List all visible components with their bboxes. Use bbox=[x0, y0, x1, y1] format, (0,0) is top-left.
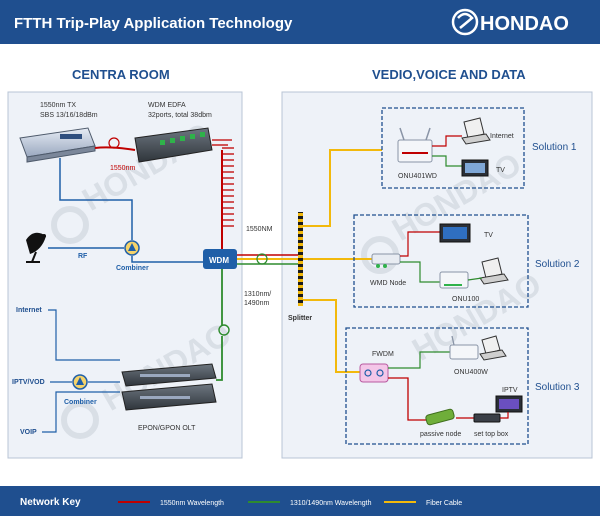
key-1550-label: 1550nm Wavelength bbox=[160, 500, 224, 507]
stb-label: set top box bbox=[474, 431, 509, 438]
internet-label: Internet bbox=[16, 307, 42, 314]
laptop-icon bbox=[479, 257, 509, 285]
passive-node-label: passive node bbox=[420, 431, 461, 438]
tv-icon bbox=[461, 159, 489, 177]
key-1310-label: 1310/1490nm Wavelength bbox=[290, 500, 372, 507]
label-1550nm: 1550NM bbox=[246, 226, 273, 233]
solution3-label: Solution 3 bbox=[535, 382, 580, 393]
label-1310nm-b: 1490nm bbox=[244, 300, 269, 307]
olt-device[interactable] bbox=[121, 363, 217, 411]
vedio-panel bbox=[281, 91, 593, 459]
iptv-sol3-label: IPTV bbox=[502, 387, 518, 394]
link-combiner-wdm bbox=[131, 256, 205, 263]
solution2-box bbox=[353, 214, 529, 308]
tx-label-1: 1550nm TX bbox=[40, 102, 76, 109]
wmd-node-label: WMD Node bbox=[370, 280, 406, 287]
vedio-section-title: VEDIO,VOICE AND DATA bbox=[372, 67, 526, 82]
tx-label-2: SBS 13/16/18dBm bbox=[40, 112, 98, 119]
fiber-coil-icon bbox=[108, 137, 120, 149]
sol3-link-onu bbox=[388, 351, 450, 369]
fwdm-label: FWDM bbox=[372, 351, 394, 358]
link-tx-combiner bbox=[59, 158, 133, 240]
key-fiber-label: Fiber Cable bbox=[426, 500, 462, 507]
fwdm-device[interactable] bbox=[359, 363, 389, 383]
green-fiber-coil-icon bbox=[218, 324, 230, 336]
sol1-tv-label: TV bbox=[496, 167, 505, 174]
onu400w-device[interactable] bbox=[449, 335, 479, 360]
network-key-title: Network Key bbox=[20, 497, 81, 508]
satellite-dish-icon bbox=[26, 232, 46, 263]
link-voip-olt bbox=[42, 391, 120, 433]
distribution-coil-icon bbox=[256, 253, 268, 265]
combiner-bottom-label: Combiner bbox=[64, 399, 97, 406]
wmd-node-device[interactable] bbox=[371, 253, 401, 268]
sol1-link-tv bbox=[432, 155, 462, 167]
wdm-box[interactable] bbox=[203, 249, 237, 269]
onu401wd-label: ONU401WD bbox=[398, 173, 437, 180]
rf-label: RF bbox=[78, 253, 88, 260]
combiner-top-icon bbox=[124, 240, 140, 256]
edfa-output-fibers bbox=[212, 139, 234, 250]
set-top-box-device[interactable] bbox=[473, 413, 501, 423]
network-key-bar bbox=[0, 486, 600, 516]
solution1-box bbox=[381, 107, 525, 189]
sol2-link-tv bbox=[400, 231, 440, 257]
sol3-link-iptv bbox=[500, 412, 509, 419]
fiber-to-solution3 bbox=[303, 299, 360, 373]
solution2-label: Solution 2 bbox=[535, 259, 580, 270]
wdm-edfa-device[interactable] bbox=[134, 127, 213, 163]
brand-logo: HONDAO bbox=[451, 8, 569, 36]
tv-icon bbox=[439, 223, 471, 243]
sol1-link-internet bbox=[432, 135, 462, 147]
combiner-bottom-icon bbox=[72, 374, 88, 390]
voip-label: VOIP bbox=[20, 429, 37, 436]
splitter-label: Splitter bbox=[288, 315, 312, 322]
edfa-label-1: WDM EDFA bbox=[148, 102, 186, 109]
combiner-top-label: Combiner bbox=[116, 265, 149, 272]
onu100-label: ONU100 bbox=[452, 296, 479, 303]
sol2-link-onu bbox=[400, 261, 440, 283]
iptv-screen-icon bbox=[495, 395, 523, 413]
onu100-device[interactable] bbox=[439, 271, 469, 289]
link-internet-olt bbox=[48, 309, 120, 361]
link-1310-olt-wdm bbox=[216, 336, 223, 381]
label-1310nm-a: 1310nm/ bbox=[244, 291, 271, 298]
sol2-link-laptop bbox=[467, 277, 483, 281]
header-bar bbox=[0, 0, 600, 44]
olt-label: EPON/GPON OLT bbox=[138, 425, 196, 432]
edfa-label-2: 32ports, total 38dbm bbox=[148, 112, 212, 119]
brand-name: HONDAO bbox=[480, 13, 569, 35]
sol1-internet-label: Internet bbox=[490, 133, 514, 140]
passive-node-device[interactable] bbox=[425, 408, 455, 426]
page-title: FTTH Trip-Play Application Technology bbox=[14, 15, 293, 32]
sol2-tv-label: TV bbox=[484, 232, 493, 239]
sol3-link-passive bbox=[388, 377, 426, 421]
solution3-box bbox=[345, 327, 529, 445]
fiber-to-solution1 bbox=[303, 149, 382, 227]
splitter[interactable] bbox=[298, 212, 303, 306]
solution1-label: Solution 1 bbox=[532, 142, 577, 153]
tx-1550-device[interactable] bbox=[19, 127, 96, 163]
wdm-label: WDM bbox=[209, 256, 229, 265]
iptv-label: IPTV/VOD bbox=[12, 379, 45, 386]
laptop-icon bbox=[461, 117, 491, 145]
onu401wd-device[interactable] bbox=[397, 127, 433, 163]
wavelength-1550-label: 1550nm bbox=[110, 165, 135, 172]
central-room-title: CENTRA ROOM bbox=[72, 67, 170, 82]
onu400w-label: ONU400W bbox=[454, 369, 488, 376]
laptop-icon bbox=[479, 335, 507, 361]
